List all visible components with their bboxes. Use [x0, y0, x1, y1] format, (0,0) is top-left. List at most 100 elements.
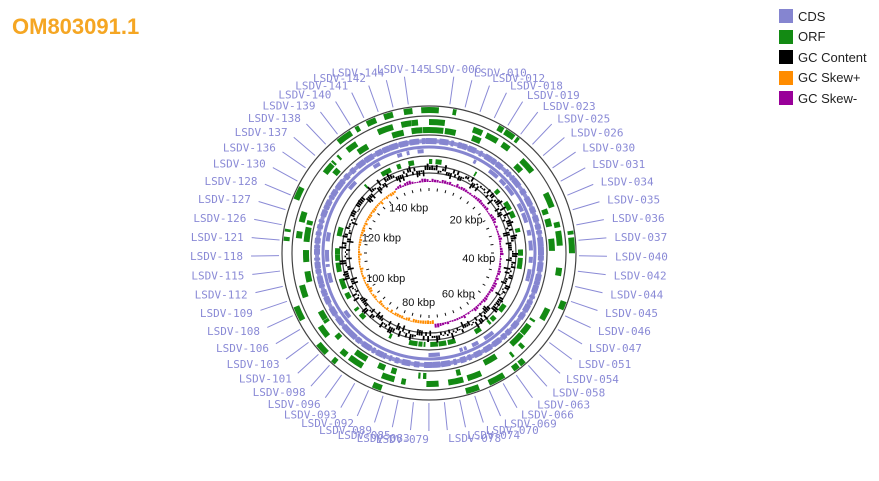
gc-content-bar: [490, 194, 495, 199]
gene-leader-line: [576, 219, 604, 226]
gene-label[interactable]: LSDV-138: [248, 112, 301, 125]
gene-label[interactable]: LSDV-085: [338, 429, 391, 442]
cds-block: [320, 209, 329, 218]
gene-label[interactable]: LSDV-070: [486, 424, 539, 437]
legend-item-cds[interactable]: CDS: [779, 6, 867, 26]
gc-content-bar: [483, 191, 486, 194]
gene-label[interactable]: LSDV-096: [268, 398, 321, 411]
gc-content-bar: [502, 212, 510, 217]
cds-block: [530, 284, 540, 294]
gene-label[interactable]: LSDV-069: [504, 417, 557, 430]
orf-block: [423, 341, 426, 347]
gene-label[interactable]: LSDV-018: [510, 80, 563, 93]
gene-label[interactable]: LSDV-128: [204, 175, 257, 188]
gc-content-bar: [505, 242, 512, 245]
gene-label[interactable]: LSDV-079: [376, 433, 429, 446]
gene-label[interactable]: LSDV-051: [578, 358, 631, 371]
gene-label[interactable]: LSDV-106: [216, 342, 269, 355]
gene-label[interactable]: LSDV-012: [492, 72, 545, 85]
gene-label[interactable]: LSDV-145: [377, 63, 430, 76]
gene-label[interactable]: LSDV-023: [543, 100, 596, 113]
gene-label[interactable]: LSDV-098: [253, 386, 306, 399]
gene-label[interactable]: LSDV-108: [207, 325, 260, 338]
gc-skew-neg-bar: [499, 247, 503, 251]
gc-content-bar: [470, 176, 475, 183]
gene-label[interactable]: LSDV-045: [605, 307, 658, 320]
gene-label[interactable]: LSDV-126: [193, 212, 246, 225]
gc-content-bar: [479, 317, 485, 323]
gene-label[interactable]: LSDV-078: [448, 432, 501, 445]
orf-block: [497, 303, 507, 313]
gene-label[interactable]: LSDV-112: [195, 288, 248, 301]
cds-block: [425, 138, 429, 145]
gene-label[interactable]: LSDV-144: [331, 66, 384, 79]
gene-label[interactable]: LSDV-030: [582, 142, 635, 155]
gene-label[interactable]: LSDV-142: [313, 72, 366, 85]
orf-block: [293, 305, 306, 322]
gc-content-bar: [386, 173, 391, 181]
scale-tick: [389, 301, 392, 305]
gene-label[interactable]: LSDV-044: [610, 289, 663, 302]
gc-skew-neg-bar: [499, 257, 502, 261]
gc-content-bar: [450, 332, 455, 340]
legend-item-gc-content[interactable]: GC Content: [779, 47, 867, 67]
gene-label[interactable]: LSDV-040: [615, 250, 668, 263]
gc-content-bar: [486, 189, 492, 195]
gc-content-bar: [493, 303, 497, 307]
gene-label[interactable]: LSDV-034: [601, 175, 654, 188]
gene-leader-line: [549, 342, 573, 360]
orf-block: [418, 372, 421, 379]
gene-label[interactable]: LSDV-093: [284, 409, 337, 422]
gene-label[interactable]: LSDV-137: [235, 126, 288, 139]
gc-content-bar: [453, 174, 457, 178]
orf-block: [335, 262, 342, 273]
gene-label[interactable]: LSDV-042: [614, 270, 667, 283]
gene-label[interactable]: LSDV-037: [614, 231, 667, 244]
gene-label[interactable]: LSDV-115: [191, 269, 244, 282]
gc-content-bar: [371, 188, 375, 192]
gene-label[interactable]: LSDV-089: [319, 424, 372, 437]
gene-label[interactable]: LSDV-019: [527, 89, 580, 102]
gc-content-bar: [418, 329, 421, 336]
gc-skew-pos-bar: [360, 231, 364, 235]
gene-label[interactable]: LSDV-130: [213, 158, 266, 171]
gc-skew-pos-bar: [427, 320, 429, 324]
gene-label[interactable]: LSDV-066: [521, 409, 574, 422]
gene-label[interactable]: LSDV-047: [589, 342, 642, 355]
gc-content-bar: [505, 219, 511, 223]
gene-label[interactable]: LSDV-139: [263, 100, 316, 113]
gene-label[interactable]: LSDV-136: [223, 141, 276, 154]
gc-skew-neg-bar: [467, 311, 470, 315]
legend-item-orf[interactable]: ORF: [779, 27, 867, 47]
gc-content-bar: [346, 249, 351, 251]
gene-label[interactable]: LSDV-140: [278, 89, 331, 102]
gene-label[interactable]: LSDV-092: [301, 417, 354, 430]
gene-label[interactable]: LSDV-063: [537, 398, 590, 411]
gc-content-bar: [456, 327, 459, 332]
gene-label[interactable]: LSDV-010: [474, 66, 527, 79]
gene-label[interactable]: LSDV-141: [295, 79, 348, 92]
gene-label[interactable]: LSDV-083: [357, 432, 410, 445]
gene-label[interactable]: LSDV-025: [557, 112, 610, 125]
gene-label[interactable]: LSDV-109: [200, 307, 253, 320]
gene-label[interactable]: LSDV-006: [428, 63, 481, 76]
cds-block: [503, 168, 510, 175]
gc-content-bar: [350, 213, 355, 218]
gene-label[interactable]: LSDV-036: [612, 212, 665, 225]
gene-label[interactable]: LSDV-074: [467, 429, 520, 442]
gene-label[interactable]: LSDV-046: [598, 325, 651, 338]
gene-label[interactable]: LSDV-026: [570, 126, 623, 139]
gene-label[interactable]: LSDV-058: [552, 386, 605, 399]
gene-label[interactable]: LSDV-035: [607, 193, 660, 206]
gene-label[interactable]: LSDV-031: [592, 158, 645, 171]
gc-content-bar: [452, 169, 456, 174]
gene-label[interactable]: LSDV-127: [198, 193, 251, 206]
gene-label[interactable]: LSDV-103: [227, 358, 280, 371]
gene-label[interactable]: LSDV-101: [239, 373, 292, 386]
gene-label[interactable]: LSDV-118: [190, 250, 243, 263]
orf-block: [452, 109, 457, 116]
legend-item-gc-skew-pos[interactable]: GC Skew+: [779, 68, 867, 88]
gene-label[interactable]: LSDV-121: [191, 231, 244, 244]
gene-label[interactable]: LSDV-054: [566, 373, 619, 386]
legend-item-gc-skew-neg[interactable]: GC Skew-: [779, 88, 867, 108]
